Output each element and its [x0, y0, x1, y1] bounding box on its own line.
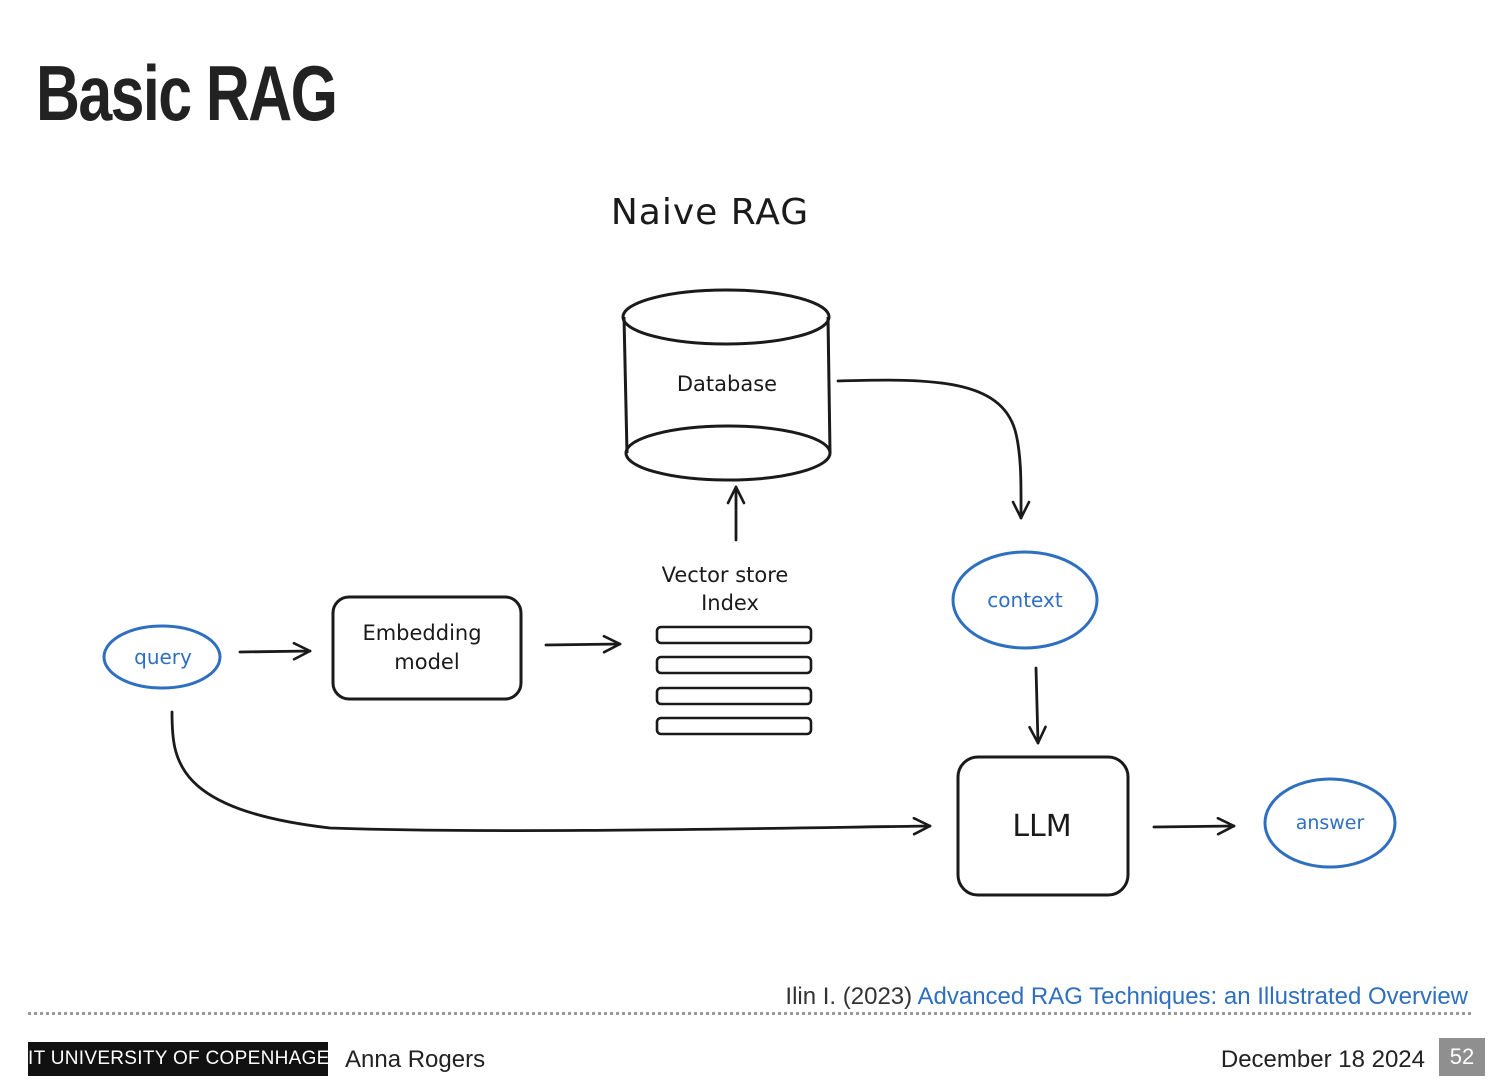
- footer-author: Anna Rogers: [345, 1046, 486, 1073]
- embedding-model-label-line2: model: [394, 650, 459, 674]
- naive-rag-diagram: Naive RAG Database Vector store Index Em…: [102, 192, 1397, 897]
- index-row: [655, 655, 813, 675]
- arrow-context-to-llm: [1028, 666, 1047, 745]
- query-label: query: [134, 645, 192, 669]
- index-row: [655, 716, 813, 736]
- vector-store-index: [655, 625, 813, 736]
- database-label: Database: [677, 372, 777, 396]
- page-number: 52: [1439, 1038, 1485, 1076]
- context-label: context: [987, 588, 1063, 612]
- vector-store-label-line2: Index: [701, 591, 759, 615]
- arrow-query-to-embedding: [238, 641, 312, 661]
- slide-title: Basic RAG: [36, 49, 338, 137]
- institution-logo: IT UNIVERSITY OF COPENHAGEN: [28, 1042, 343, 1076]
- citation-prefix: Ilin I. (2023): [785, 983, 913, 1010]
- footer-divider: [28, 1012, 1471, 1015]
- diagram-title: Naive RAG: [611, 192, 809, 233]
- answer-label: answer: [1296, 812, 1365, 834]
- arrow-llm-to-answer: [1152, 816, 1236, 836]
- query-node: [102, 624, 222, 690]
- embedding-model-label-line1: Embedding: [362, 621, 481, 645]
- arrow-query-to-llm: [170, 710, 932, 836]
- arrow-database-to-context: [836, 378, 1031, 520]
- index-row: [655, 625, 813, 645]
- index-row: [655, 686, 813, 706]
- citation-link[interactable]: Advanced RAG Techniques: an Illustrated …: [917, 983, 1468, 1010]
- llm-label: LLM: [1012, 809, 1071, 844]
- citation: Ilin I. (2023) Advanced RAG Techniques: …: [785, 983, 1468, 1011]
- context-node: [951, 550, 1099, 650]
- embedding-model-node: [331, 595, 523, 701]
- answer-node: [1263, 777, 1397, 869]
- database-node: [621, 288, 832, 482]
- footer-date: December 18 2024: [1220, 1046, 1425, 1073]
- llm-node: [956, 755, 1130, 897]
- vector-store-label-line1: Vector store: [662, 563, 789, 587]
- arrow-embedding-to-index: [544, 634, 622, 654]
